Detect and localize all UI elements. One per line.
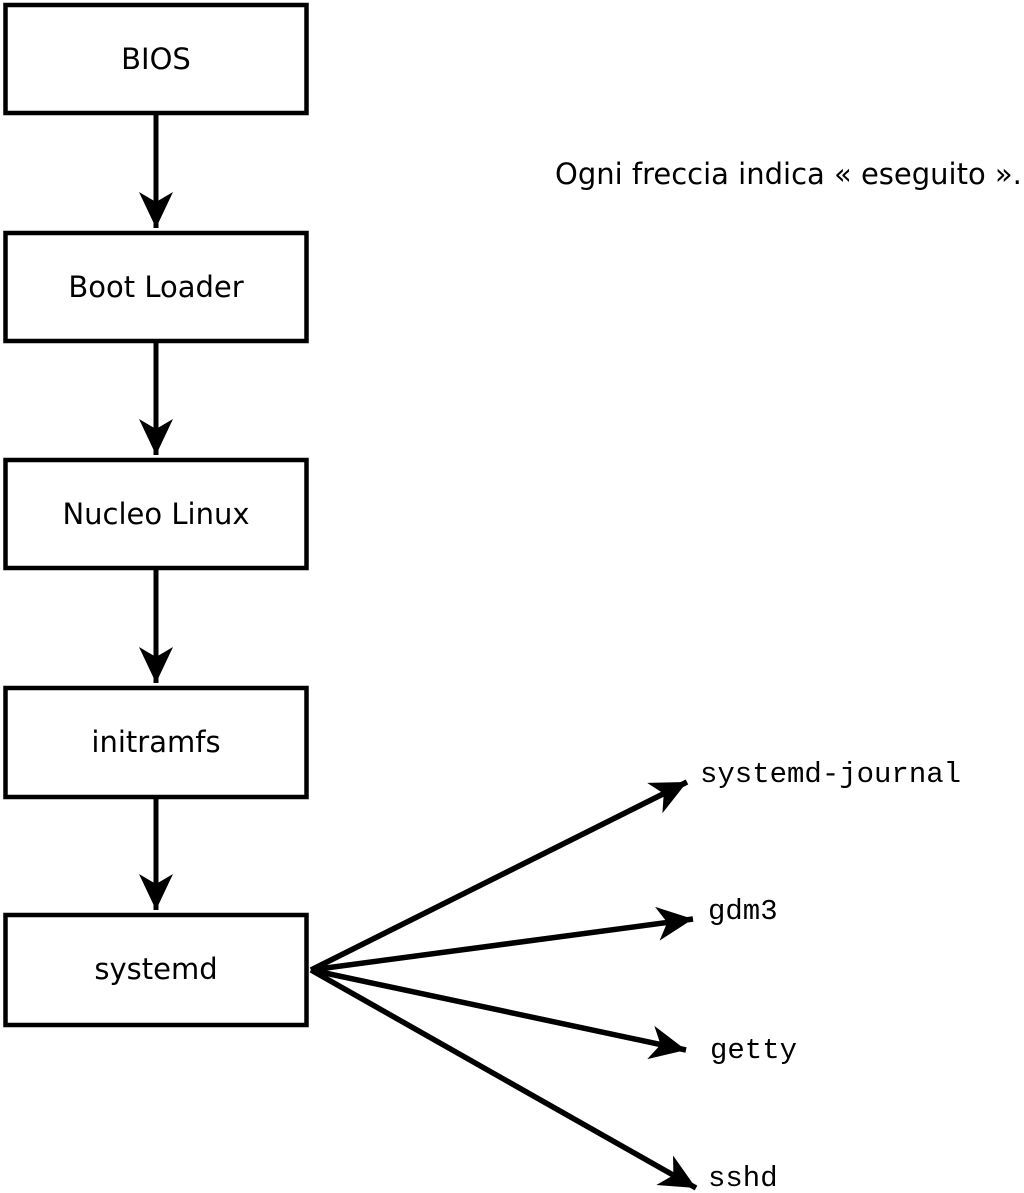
- caption: Ogni freccia indica « eseguito ».: [555, 157, 1022, 191]
- arrow-systemd-to-journal: [309, 779, 689, 973]
- node-label-initramfs: initramfs: [91, 725, 220, 759]
- service-label-systemd-journal: systemd-journal: [700, 758, 961, 791]
- service-label-gdm3: gdm3: [708, 895, 778, 928]
- node-label-boot-loader: Boot Loader: [68, 270, 243, 304]
- node-box-boot-loader: [3, 230, 309, 344]
- node-box-nucleo-linux: [3, 457, 309, 571]
- service-label-sshd: sshd: [708, 1162, 778, 1193]
- arrow-systemd-to-gdm3: [310, 906, 694, 973]
- node-label-systemd: systemd: [94, 952, 217, 986]
- node-box-bios: [3, 2, 309, 116]
- node-box-initramfs: [3, 685, 309, 800]
- node-label-bios: BIOS: [121, 42, 191, 76]
- node-box-systemd: [3, 912, 309, 1028]
- service-label-getty: getty: [710, 1034, 797, 1067]
- arrow-systemd-to-sshd: [309, 967, 698, 1191]
- node-label-nucleo-linux: Nucleo Linux: [62, 497, 249, 531]
- arrow-systemd-to-getty: [310, 967, 687, 1060]
